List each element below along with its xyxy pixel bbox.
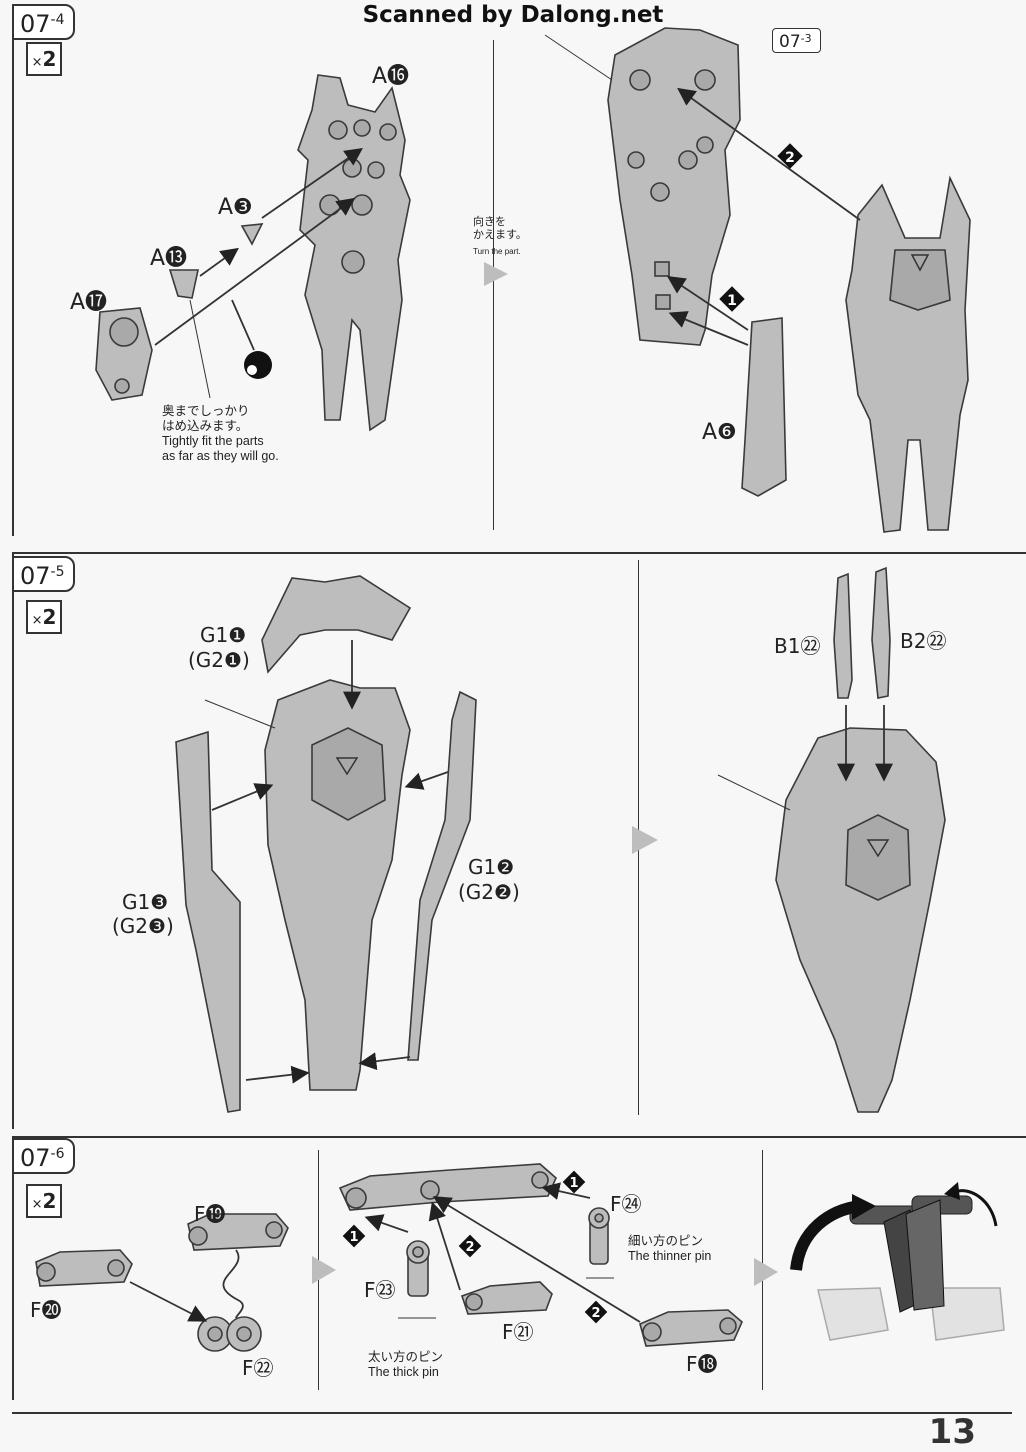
fit-note-jp: 奥までしっかり はめ込みます。 (162, 404, 250, 433)
label-f24: F㉔ (610, 1192, 642, 1216)
part-f22 (197, 1316, 262, 1352)
label-f19: F⓳ (194, 1202, 226, 1226)
part-a6 (741, 317, 787, 497)
step-tag-07-6: 07-6 (12, 1138, 75, 1174)
svg-text:1: 1 (727, 293, 737, 309)
quantity-badge: ×2 (26, 600, 62, 634)
part-g1-3 (175, 730, 241, 1113)
next-arrow-icon (754, 1258, 778, 1286)
label-g2-2: (G2❷) (458, 880, 520, 904)
part-front-body (845, 175, 971, 533)
thick-pin-jp: 太い方のピン (368, 1350, 444, 1364)
panel-07-4 (12, 8, 494, 536)
part-assembled-05 (775, 727, 946, 1113)
part-b1-22 (833, 572, 853, 699)
label-b2-22: B2㉒ (900, 629, 947, 653)
label-a17: A⓱ (70, 290, 108, 315)
part-main-body-05 (264, 679, 411, 1091)
label-f20: F⓴ (30, 1298, 62, 1322)
part-f18 (639, 1309, 743, 1347)
quantity-badge: ×2 (26, 42, 62, 76)
label-f23: F㉓ (364, 1278, 396, 1302)
label-a16: A⓰ (372, 64, 410, 89)
part-f24 (588, 1207, 610, 1265)
label-b1-22: B1㉒ (774, 634, 821, 658)
step-tag-07-4: 07-4 (12, 4, 75, 40)
label-a13: A⓭ (150, 246, 188, 271)
label-f21: F㉑ (502, 1320, 534, 1344)
label-f22: F㉒ (242, 1356, 274, 1380)
part-g1-2 (407, 690, 477, 1061)
thin-pin-jp: 細い方のピン (628, 1234, 704, 1248)
turn-note-en: Turn the part. (473, 247, 521, 256)
label-a6: A❻ (702, 420, 737, 445)
part-reverse-body (607, 27, 741, 346)
part-a13 (168, 269, 199, 299)
thick-pin-en: The thick pin (368, 1365, 439, 1379)
label-g2-1: (G2❶) (188, 648, 250, 672)
part-f-bar (338, 1163, 557, 1211)
label-g1-3: G1❸ (122, 890, 169, 914)
fit-note-en: Tightly fit the parts as far as they wil… (162, 434, 279, 463)
next-arrow-icon (312, 1256, 336, 1284)
label-g1-1: G1❶ (200, 623, 247, 647)
part-a3 (240, 223, 264, 246)
turn-arrow-icon (484, 262, 508, 286)
part-a17 (95, 307, 153, 401)
label-a3: A❸ (218, 195, 253, 220)
panel-divider-top (493, 40, 494, 530)
part-f23 (406, 1240, 430, 1297)
step-tag-07-3: 07-3 (772, 28, 821, 53)
label-g1-2: G1❷ (468, 855, 515, 879)
part-g1-1 (261, 575, 412, 674)
svg-text:1: 1 (349, 1230, 358, 1245)
part-b2-22 (871, 566, 891, 699)
turn-note-jp: 向きを かえます。 (473, 216, 527, 241)
svg-text:2: 2 (465, 1240, 474, 1255)
svg-text:2: 2 (591, 1306, 600, 1321)
panel-07-6 (12, 1136, 1026, 1400)
bottom-rule (12, 1412, 1012, 1414)
label-g2-3: (G2❸) (112, 914, 174, 938)
next-arrow-icon (632, 826, 658, 854)
panel-07-5 (12, 552, 1026, 1129)
svg-text:2: 2 (785, 150, 795, 166)
thin-pin-en: The thinner pin (628, 1249, 712, 1263)
quantity-badge: ×2 (26, 1184, 62, 1218)
part-f19 (187, 1213, 289, 1251)
part-f-assembled (817, 1195, 1005, 1341)
watermark: Scanned by Dalong.net (362, 2, 664, 28)
svg-text:1: 1 (569, 1176, 578, 1191)
part-a16 (297, 74, 411, 432)
label-f18: F⓲ (686, 1352, 718, 1376)
step-tag-07-5: 07-5 (12, 556, 75, 592)
part-f20 (35, 1249, 133, 1287)
part-f21 (460, 1281, 553, 1315)
page-number: 13 (928, 1412, 976, 1452)
hammer-icon (244, 351, 272, 379)
